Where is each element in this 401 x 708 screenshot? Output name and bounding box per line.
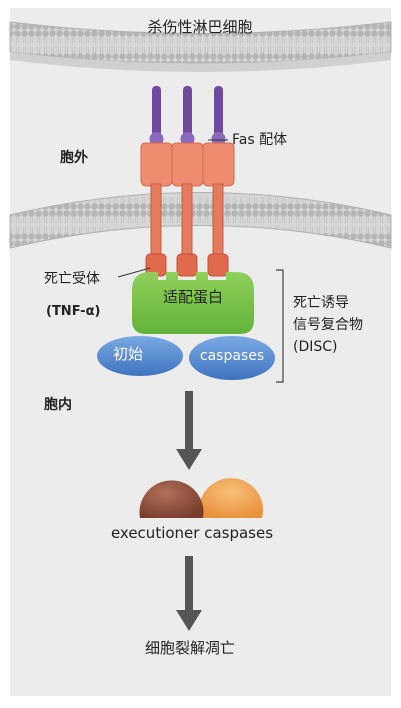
disc-label-line3: (DISC) [293, 339, 338, 355]
fas-ligand-stalk [152, 86, 161, 136]
fas-ligand-stalk [214, 86, 223, 136]
death-receptor-stem [212, 183, 224, 259]
executioner-caspase-right [199, 478, 263, 518]
adaptor-label: 适配蛋白 [162, 288, 224, 306]
apoptosis-label: 细胞裂解凋亡 [144, 639, 236, 657]
tnf-alpha-label: (TNF-α) [46, 304, 101, 319]
top-cell-label: 杀伤性淋巴细胞 [147, 18, 253, 36]
caspases-label: caspases [199, 348, 265, 364]
initiator-label: 初始 [113, 345, 144, 363]
death-receptor-head [171, 142, 204, 187]
fas-ligand-stalk [183, 86, 192, 136]
disc-label-line1: 死亡诱导 [293, 295, 349, 311]
fas-ligand-group [149, 86, 226, 146]
arrow-to-executioner [176, 391, 202, 470]
adaptor-protein [132, 272, 254, 334]
death-domain [207, 253, 229, 277]
initiator-shape-left [97, 336, 183, 376]
disc-label-line2: 信号复合物 [293, 317, 363, 333]
initiator-shape-right [189, 336, 275, 380]
death-domain [176, 253, 198, 277]
executioner-caspase-left [139, 480, 204, 518]
outside-label: 胞外 [60, 150, 88, 166]
death-receptor-head [140, 142, 173, 187]
disc-bracket [276, 269, 284, 383]
arrow-to-apoptosis [176, 556, 202, 631]
fas-ligand-label: Fas 配体 [232, 132, 288, 148]
death-receptor-stem [150, 183, 162, 259]
lower-membrane [9, 192, 392, 249]
death-receptor-label: 死亡受体 [44, 271, 100, 287]
executioner-label: executioner caspases [110, 524, 274, 542]
death-receptor-head [202, 142, 235, 187]
upper-membrane-inner [10, 52, 391, 72]
death-receptor-stem [181, 183, 193, 259]
inside-label: 胞内 [44, 397, 72, 413]
receptor-leader-line [117, 267, 151, 278]
death-receptor-group [140, 142, 235, 277]
